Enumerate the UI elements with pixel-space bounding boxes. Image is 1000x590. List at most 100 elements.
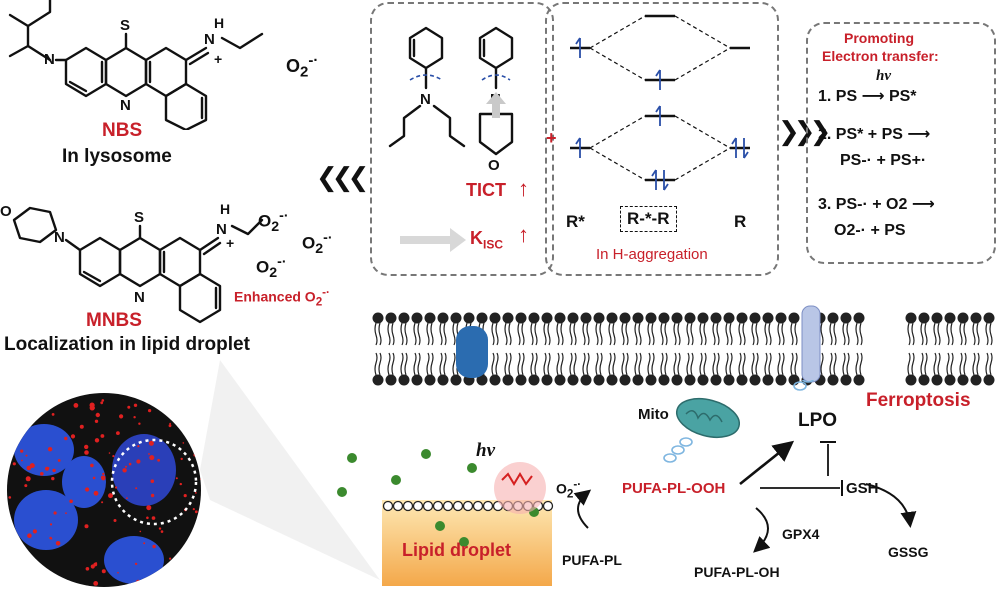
lipid-head-top (943, 311, 957, 346)
lipid-droplet-punctum (194, 510, 198, 514)
et-title-2: Electron transfer: (822, 48, 939, 64)
lipid-droplet-punctum (49, 536, 52, 540)
droplet-lipid-head (472, 500, 484, 512)
lipid-head-top (397, 311, 411, 346)
lipid-head-top (709, 311, 723, 346)
droplet-lipid-head (442, 500, 454, 512)
lipid-droplet-punctum (95, 562, 98, 565)
lipid-droplet-punctum (55, 541, 61, 546)
zoom-cone (200, 360, 380, 580)
o2-radical-2: O2-· (258, 208, 289, 236)
lipid-droplet-label: Lipid droplet (402, 540, 511, 560)
droplet-lipid-head (542, 500, 554, 512)
lipid-head-top (735, 311, 749, 346)
lipid-droplet-punctum (113, 519, 117, 522)
lipid-droplet-punctum (101, 476, 106, 481)
lipid-droplet-punctum (40, 472, 44, 476)
lipid-droplet-punctum (159, 571, 164, 575)
lipid-droplet-punctum (119, 414, 124, 419)
mnbs-label: MNBS (86, 310, 142, 331)
lipid-head-top (579, 311, 593, 346)
mnbs-location: Localization in lipid droplet (4, 334, 250, 355)
et-step2a: 2. PS* + PS ⟶ (818, 126, 931, 143)
electron-transfer-panel (806, 22, 996, 264)
lipid-droplet-punctum (160, 530, 164, 533)
lipid-droplet-punctum (19, 420, 23, 425)
lipid-head-top (527, 311, 541, 346)
mnbs-structure: O N S N N H + (0, 201, 264, 324)
lipid-head-top (540, 311, 554, 346)
lipid-droplet-punctum (146, 505, 152, 511)
pufa-pl-label: PUFA-PL (562, 552, 622, 568)
lipid-head-top (748, 311, 762, 346)
lipid-droplet-punctum (53, 511, 57, 515)
gsh-label: GSH (846, 480, 879, 497)
kisc-label: KISC (470, 228, 504, 252)
lipid-droplet-punctum (153, 401, 157, 405)
svg-text:+: + (226, 235, 234, 251)
lipid-head-top (982, 311, 996, 346)
lipid-droplet-punctum (134, 562, 138, 566)
svg-text:+: + (214, 51, 222, 67)
droplet-lipid-head (462, 500, 474, 512)
lipid-droplet-punctum (169, 422, 172, 425)
svg-text:N: N (54, 229, 65, 246)
lipid-head-top (956, 311, 970, 346)
lipid-head-top (605, 311, 619, 346)
lipid-droplet-punctum (126, 497, 128, 499)
lipid-droplet-punctum (31, 418, 35, 421)
r-label: R (734, 212, 747, 231)
svg-text:O: O (488, 157, 500, 174)
lipid-droplet-punctum (64, 436, 68, 441)
lipid-head-top (683, 311, 697, 346)
lipid-head-top (917, 311, 931, 346)
lipid-droplet-punctum (25, 454, 28, 457)
lipid-droplet-punctum (8, 496, 12, 499)
lipid-droplet-punctum (179, 482, 182, 486)
svg-text:H: H (220, 201, 230, 217)
lipid-head-top (423, 311, 437, 346)
droplet-lipid-head (482, 500, 494, 512)
pufa-pl-oh-label: PUFA-PL-OH (694, 564, 780, 580)
lipid-droplet-punctum (85, 487, 90, 492)
lipid-droplet-punctum (18, 574, 22, 577)
lipid-droplet-punctum (101, 501, 104, 504)
lipid-droplet-punctum (101, 569, 106, 574)
lipid-droplet-punctum (7, 545, 9, 549)
lipid-droplet-punctum (12, 462, 16, 466)
lipid-droplet-punctum (92, 476, 96, 480)
svg-text:N: N (120, 97, 131, 114)
o2-radical-3: O2-· (302, 230, 333, 258)
lipid-droplet-punctum (17, 563, 22, 568)
lipid-droplet-punctum (20, 449, 24, 453)
svg-text:O: O (0, 203, 12, 220)
lipid-droplet-punctum (135, 579, 141, 585)
lipid-head-top (566, 311, 580, 346)
lipid-head-top (670, 311, 684, 346)
o2-pathway-label: O2-· (556, 478, 582, 501)
lipid-head-top (787, 311, 801, 346)
svg-text:N: N (420, 91, 431, 108)
dimer-label: R-*-R (620, 206, 677, 232)
pathway-graphics (337, 380, 917, 586)
lipid-head-top (930, 311, 944, 346)
lipid-droplet-punctum (182, 442, 185, 444)
kisc-up-arrow: ↑ (518, 222, 529, 247)
lipid-droplet-punctum (93, 581, 99, 586)
lipid-droplet-punctum (35, 390, 40, 393)
lipid-droplet-punctum (11, 575, 17, 581)
lipid-droplet-punctum (152, 544, 156, 549)
et-step3a: 3. PS-· + O2 ⟶ (818, 196, 935, 213)
lipid-droplet-punctum (108, 452, 111, 454)
mito-label: Mito (638, 406, 669, 423)
lipid-droplet-punctum (93, 490, 99, 496)
lipid-droplet-punctum (52, 468, 56, 473)
lipid-head-top (774, 311, 788, 346)
lipid-head-top (761, 311, 775, 346)
o2-radical-1: O2-· (286, 52, 319, 81)
lipid-droplet-punctum (90, 564, 95, 569)
lipid-head-top (436, 311, 450, 346)
lipid-head-top (631, 311, 645, 346)
lipid-droplet-punctum (143, 542, 146, 545)
droplet-lipid-head (422, 500, 434, 512)
